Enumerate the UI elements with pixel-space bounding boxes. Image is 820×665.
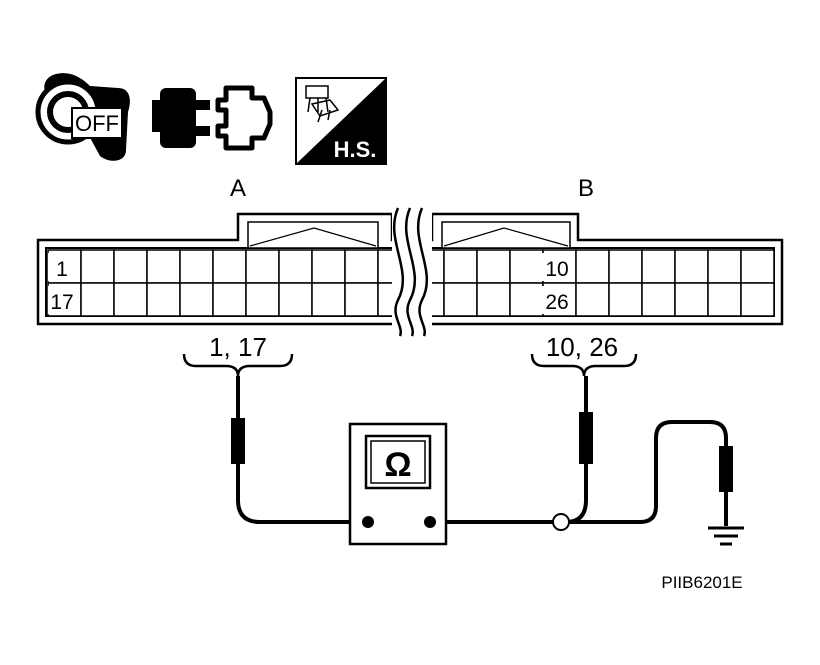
terminal-cavity <box>443 249 478 284</box>
connector-disconnect-icon <box>152 85 273 151</box>
terminal-cavity <box>212 249 247 284</box>
terminal-cavity <box>707 249 742 284</box>
terminal-cavity <box>509 282 544 317</box>
ohmmeter: Ω <box>348 422 448 546</box>
terminal-cavity <box>311 282 346 317</box>
meter-terminal-right <box>424 516 436 528</box>
pin-17-label: 17 <box>50 291 73 314</box>
terminal-cavity <box>674 282 709 317</box>
harness-sealed-icon: H.S. <box>295 77 387 165</box>
probe-left-label: 1, 17 <box>209 332 267 362</box>
terminal-cavity <box>344 282 379 317</box>
terminal-cavity <box>278 249 313 284</box>
ground-probe-handle <box>719 446 733 492</box>
terminal-cavity <box>608 282 643 317</box>
terminal-cavity <box>113 249 148 284</box>
meter-terminal-left <box>362 516 374 528</box>
hs-label: H.S. <box>334 137 377 162</box>
connector-a-label: A <box>230 175 246 202</box>
terminal-cavity <box>476 282 511 317</box>
terminal-cavity <box>80 282 115 317</box>
terminal-cavity <box>608 249 643 284</box>
terminal-cavity <box>641 249 676 284</box>
terminal-cavity <box>80 249 115 284</box>
pin-10-label: 10 <box>545 258 568 281</box>
figure-id: PIIB6201E <box>661 573 742 592</box>
terminal-cavity <box>674 249 709 284</box>
terminal-cavity <box>344 249 379 284</box>
terminal-cavity <box>245 282 280 317</box>
terminal-cavity <box>179 282 214 317</box>
terminal-cavity <box>476 249 511 284</box>
terminal-cavity <box>443 282 478 317</box>
ignition-key-off-icon: OFF <box>35 73 130 161</box>
terminal-cavity <box>146 282 181 317</box>
terminal-cavity <box>707 282 742 317</box>
junction-point <box>552 513 570 531</box>
terminal-cavity <box>245 249 280 284</box>
terminal-cavity <box>212 282 247 317</box>
connector-face: 1 17 10 26 <box>36 205 784 337</box>
test-leads <box>236 376 728 526</box>
ohm-symbol: Ω <box>384 446 411 484</box>
terminal-cavity <box>179 249 214 284</box>
probe-right-label: 10, 26 <box>546 332 618 362</box>
connector-b-label: B <box>578 175 594 202</box>
terminal-cavity <box>575 249 610 284</box>
terminal-cavity <box>641 282 676 317</box>
terminal-cavity <box>575 282 610 317</box>
pin-1-label: 1 <box>56 258 68 281</box>
key-off-label: OFF <box>75 111 119 136</box>
terminal-cavity <box>146 249 181 284</box>
terminal-cavity <box>509 249 544 284</box>
terminal-cavity <box>311 249 346 284</box>
terminal-cavity <box>113 282 148 317</box>
pin-26-label: 26 <box>545 291 568 314</box>
probe-right-handle <box>579 412 593 464</box>
terminal-cavity <box>740 282 775 317</box>
terminal-cavity <box>740 249 775 284</box>
terminal-cavity <box>278 282 313 317</box>
ground-icon <box>708 526 744 546</box>
probe-left-handle <box>231 418 245 464</box>
